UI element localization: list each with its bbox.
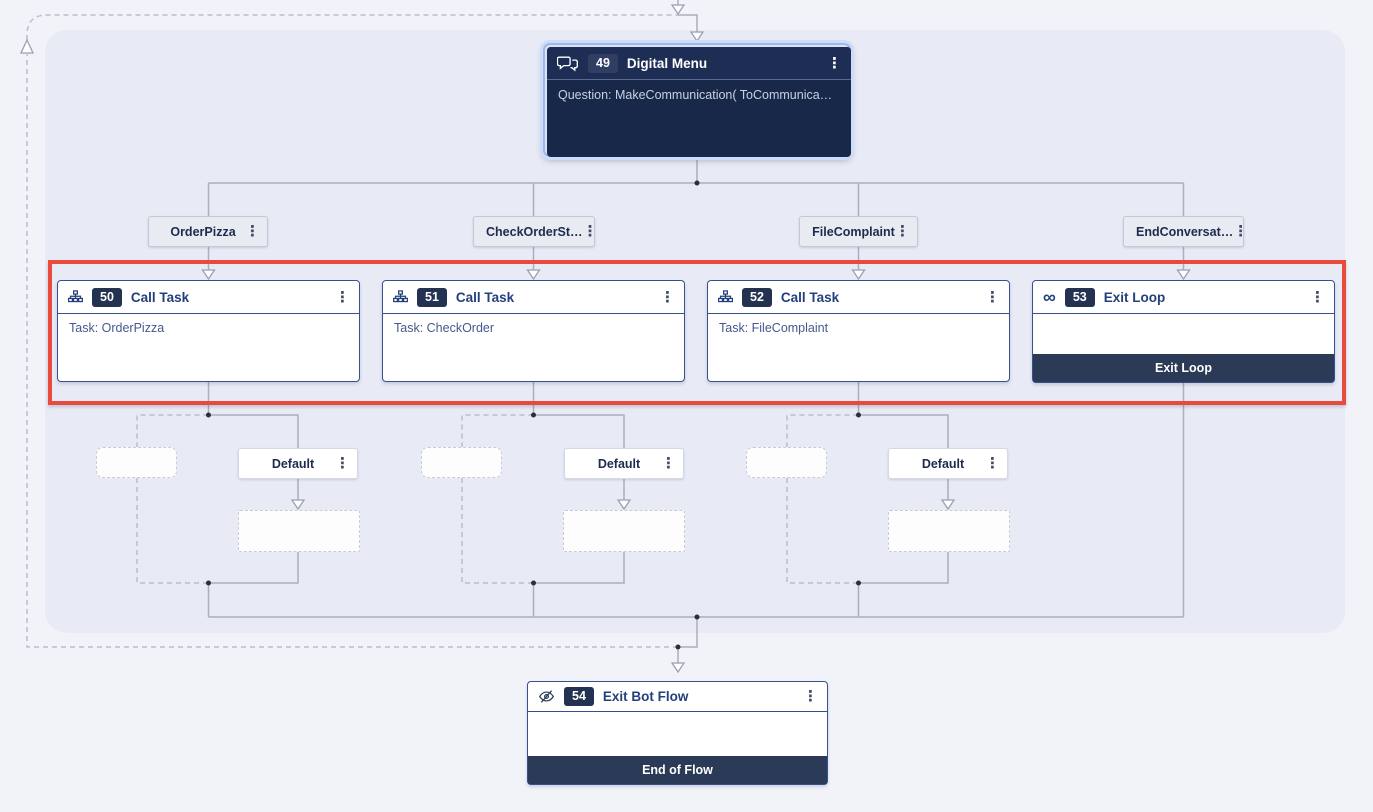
node-body-text: Question: MakeCommunication( ToCommunica… — [558, 88, 833, 102]
chat-bubbles-icon — [557, 55, 579, 72]
node-number-badge: 49 — [588, 53, 618, 73]
node-header: 53 Exit Loop — [1033, 281, 1334, 314]
branch-label-text: FileComplaint — [812, 224, 895, 239]
node-body: Task: FileComplaint — [708, 314, 1009, 381]
empty-node-placeholder[interactable] — [563, 510, 685, 552]
node-exit-loop-53[interactable]: 53 Exit Loop Exit Loop — [1032, 280, 1335, 383]
kebab-menu-icon[interactable] — [335, 288, 349, 307]
node-header: 51 Call Task — [383, 281, 684, 314]
branch-label-checkorderstatus[interactable]: CheckOrderSt… — [473, 216, 595, 247]
node-number-badge: 53 — [1064, 287, 1095, 307]
node-header: 49 Digital Menu — [547, 47, 851, 80]
node-number-badge: 50 — [92, 287, 122, 307]
kebab-menu-icon[interactable] — [827, 54, 841, 73]
branch-label-default[interactable]: Default — [564, 448, 684, 479]
node-title: Call Task — [130, 289, 190, 305]
branch-label-text: CheckOrderSt… — [486, 224, 583, 239]
node-body-text: Task: OrderPizza — [69, 321, 165, 335]
branch-label-text: Default — [271, 456, 315, 471]
node-body — [1033, 314, 1334, 354]
kebab-menu-icon[interactable] — [985, 454, 999, 473]
kebab-menu-icon[interactable] — [1233, 222, 1247, 241]
kebab-menu-icon[interactable] — [583, 222, 597, 241]
branch-label-text: Default — [597, 456, 641, 471]
branch-label-text: EndConversat… — [1136, 224, 1234, 239]
node-header: 50 Call Task — [58, 281, 359, 314]
node-number-badge: 54 — [564, 687, 594, 706]
branch-label-text: Default — [921, 456, 965, 471]
node-call-task-52[interactable]: 52 Call Task Task: FileComplaint — [707, 280, 1010, 382]
branch-label-filecomplaint[interactable]: FileComplaint — [799, 216, 918, 247]
node-title: Digital Menu — [626, 55, 708, 71]
node-number-badge: 51 — [417, 287, 447, 307]
kebab-menu-icon[interactable] — [985, 288, 999, 307]
sitemap-icon — [68, 289, 83, 305]
empty-branch-placeholder[interactable] — [421, 447, 502, 478]
node-title: Call Task — [455, 289, 515, 305]
node-body: Task: CheckOrder — [383, 314, 684, 381]
kebab-menu-icon[interactable] — [335, 454, 349, 473]
sitemap-icon — [718, 289, 733, 305]
node-body: Question: MakeCommunication( ToCommunica… — [547, 80, 851, 157]
kebab-menu-icon[interactable] — [1310, 288, 1324, 307]
node-title: Exit Loop — [1103, 289, 1166, 305]
node-header: 54 Exit Bot Flow — [528, 682, 827, 712]
branch-label-text: OrderPizza — [170, 224, 236, 239]
node-header: 52 Call Task — [708, 281, 1009, 314]
kebab-menu-icon[interactable] — [660, 288, 674, 307]
kebab-menu-icon[interactable] — [895, 222, 909, 241]
empty-node-placeholder[interactable] — [238, 510, 360, 552]
infinity-icon — [1043, 290, 1056, 304]
sitemap-icon — [393, 289, 408, 305]
node-digital-menu[interactable]: 49 Digital Menu Question: MakeCommunicat… — [547, 47, 851, 157]
node-footer: End of Flow — [528, 756, 827, 784]
node-title: Call Task — [780, 289, 840, 305]
node-title: Exit Bot Flow — [602, 689, 689, 704]
node-number-badge: 52 — [742, 287, 772, 307]
node-call-task-50[interactable]: 50 Call Task Task: OrderPizza — [57, 280, 360, 382]
node-exit-bot-flow-54[interactable]: 54 Exit Bot Flow End of Flow — [527, 681, 828, 785]
node-digital-menu-selection-ring: 49 Digital Menu Question: MakeCommunicat… — [543, 43, 851, 157]
empty-branch-placeholder[interactable] — [746, 447, 827, 478]
node-body-text: Task: CheckOrder — [394, 321, 495, 335]
eye-off-icon — [538, 689, 555, 704]
node-body — [528, 712, 827, 756]
kebab-menu-icon[interactable] — [245, 222, 259, 241]
node-body-text: Task: FileComplaint — [719, 321, 829, 335]
node-footer: Exit Loop — [1033, 354, 1334, 382]
branch-label-orderpizza[interactable]: OrderPizza — [148, 216, 268, 247]
empty-node-placeholder[interactable] — [888, 510, 1010, 552]
branch-label-endconversation[interactable]: EndConversat… — [1123, 216, 1244, 247]
kebab-menu-icon[interactable] — [803, 687, 817, 706]
branch-label-default[interactable]: Default — [238, 448, 358, 479]
empty-branch-placeholder[interactable] — [96, 447, 177, 478]
branch-label-default[interactable]: Default — [888, 448, 1008, 479]
kebab-menu-icon[interactable] — [661, 454, 675, 473]
node-body: Task: OrderPizza — [58, 314, 359, 381]
node-call-task-51[interactable]: 51 Call Task Task: CheckOrder — [382, 280, 685, 382]
